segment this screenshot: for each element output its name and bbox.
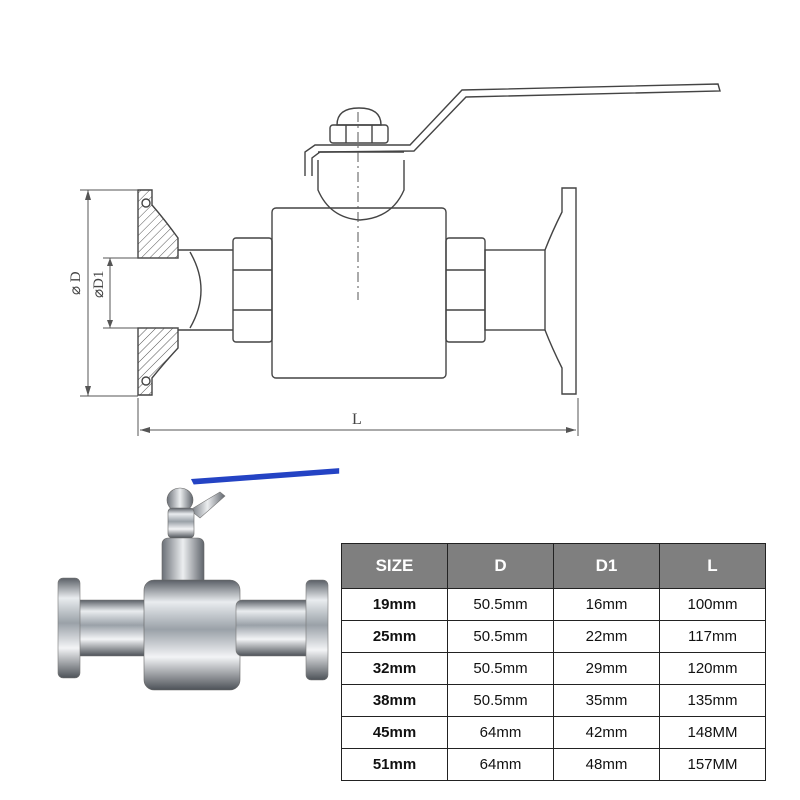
stem-nut (167, 507, 195, 539)
d-cell: 50.5mm (447, 588, 554, 621)
left-hex-nut (232, 237, 273, 343)
stem-neck (161, 537, 205, 587)
d1-cell: 35mm (553, 684, 660, 717)
d-cell: 50.5mm (447, 652, 554, 685)
l-cell: 157MM (659, 748, 766, 781)
handle-lever (304, 83, 721, 176)
l-cell: 135mm (659, 684, 766, 717)
column-header-l: L (659, 543, 766, 589)
column-header-size: SIZE (341, 543, 448, 589)
size-cell: 19mm (341, 588, 448, 621)
stem-cap (336, 107, 382, 126)
photo-valve-body (143, 579, 241, 691)
stem-nut (329, 124, 389, 144)
d1-cell: 16mm (553, 588, 660, 621)
right-ferrule (305, 579, 329, 681)
size-cell: 51mm (341, 748, 448, 781)
table-row: 25mm 50.5mm 22mm 117mm (341, 620, 766, 653)
right-hex-nut (445, 237, 486, 343)
l-cell: 120mm (659, 652, 766, 685)
table-row: 19mm 50.5mm 16mm 100mm (341, 588, 766, 621)
column-header-d: D (447, 543, 554, 589)
dimension-l-label: L (352, 411, 362, 428)
d-cell: 64mm (447, 716, 554, 749)
l-cell: 117mm (659, 620, 766, 653)
stem-neck (317, 160, 405, 221)
d-cell: 50.5mm (447, 620, 554, 653)
table-row: 51mm 64mm 48mm 157MM (341, 748, 766, 781)
size-cell: 38mm (341, 684, 448, 717)
dimension-d1-label: ⌀D1 (91, 271, 107, 298)
d1-cell: 29mm (553, 652, 660, 685)
size-cell: 25mm (341, 620, 448, 653)
l-cell: 148MM (659, 716, 766, 749)
blue-handle (190, 468, 340, 485)
table-row: 32mm 50.5mm 29mm 120mm (341, 652, 766, 685)
handle-arm (189, 491, 226, 519)
left-pipe (178, 249, 233, 331)
table-header-row: SIZE D D1 L (341, 543, 766, 589)
valve-technical-drawing: ⌀ D ⌀D1 L (68, 83, 721, 436)
size-spec-table: SIZE D D1 L 19mm 50.5mm 16mm 100mm 25mm … (341, 543, 766, 781)
table-row: 45mm 64mm 42mm 148MM (341, 716, 766, 749)
d-cell: 50.5mm (447, 684, 554, 717)
left-ferrule (57, 577, 81, 679)
d1-cell: 42mm (553, 716, 660, 749)
right-pipe (484, 249, 546, 331)
table-row: 38mm 50.5mm 35mm 135mm (341, 684, 766, 717)
d1-cell: 22mm (553, 620, 660, 653)
valve-body (271, 207, 447, 379)
d1-cell: 48mm (553, 748, 660, 781)
size-cell: 45mm (341, 716, 448, 749)
column-header-d1: D1 (553, 543, 660, 589)
valve-product-photo (57, 468, 340, 691)
l-cell: 100mm (659, 588, 766, 621)
size-cell: 32mm (341, 652, 448, 685)
d-cell: 64mm (447, 748, 554, 781)
right-ferrule (544, 187, 577, 395)
left-pipe (69, 599, 151, 657)
dimension-d-label: ⌀ D (68, 271, 84, 295)
